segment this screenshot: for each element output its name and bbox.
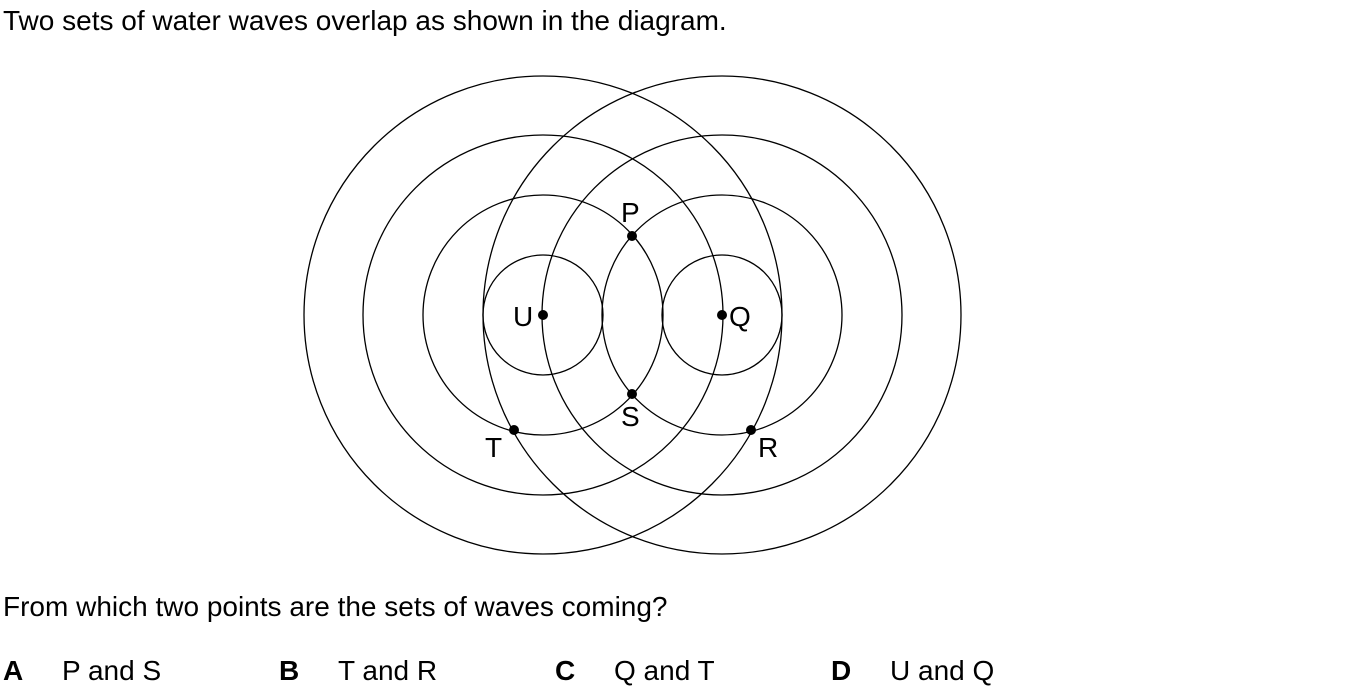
option-d-text: U and Q	[890, 655, 995, 686]
option-c-letter: C	[555, 655, 576, 686]
option-a-text: P and S	[62, 655, 162, 686]
point-r-dot	[746, 425, 756, 435]
point-r-label: R	[758, 432, 778, 463]
wave-circle-right-4	[482, 75, 962, 555]
point-q-label: Q	[729, 301, 751, 332]
point-t-label: T	[485, 432, 502, 463]
wave-circle-left-2	[422, 194, 664, 436]
point-u-dot	[538, 310, 548, 320]
option-b-letter: B	[279, 655, 300, 686]
option-d-letter: D	[831, 655, 852, 686]
point-q-dot	[717, 310, 727, 320]
question-intro: Two sets of water waves overlap as shown…	[3, 5, 727, 36]
option-c-text: Q and T	[614, 655, 715, 686]
wave-circle-right-2	[601, 194, 843, 436]
point-p-dot	[627, 231, 637, 241]
option-a-letter: A	[3, 655, 24, 686]
point-u-label: U	[513, 301, 533, 332]
point-p-label: P	[621, 197, 640, 228]
point-s-label: S	[621, 401, 640, 432]
question-prompt: From which two points are the sets of wa…	[3, 591, 668, 622]
wave-circle-right-1	[661, 254, 783, 376]
option-b-text: T and R	[338, 655, 438, 686]
point-t-dot	[509, 425, 519, 435]
point-s-dot	[627, 389, 637, 399]
